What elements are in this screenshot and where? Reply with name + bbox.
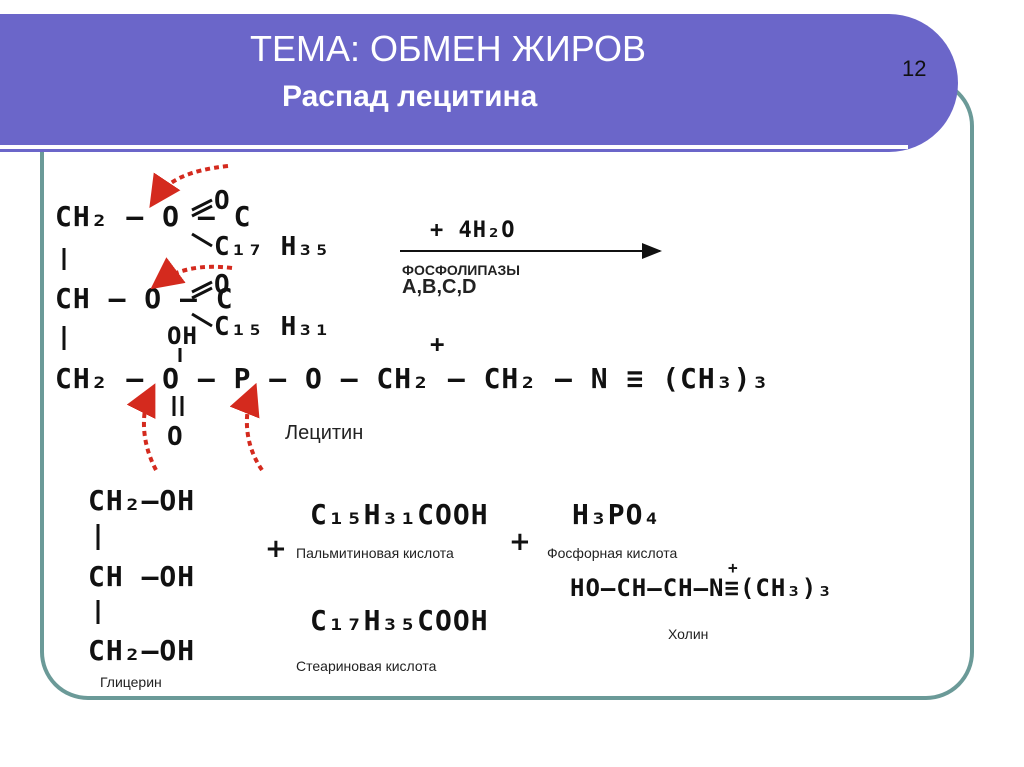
chain-bond-2 [191,312,213,328]
phosphoric-formula: H₃PO₄ [572,498,662,531]
enzyme-types: A,B,C,D [402,276,477,298]
lecithin-row1-oxygen: O [214,186,231,216]
header-divider [0,145,908,149]
double-bond-1a [191,198,213,212]
lecithin-row1-chain: C₁₇ H₃₅ [214,232,331,262]
page-number: 12 [902,56,927,81]
palmitic-label: Пальмитиновая кислота [296,545,454,561]
stearic-label: Стеариновая кислота [296,658,437,674]
plus-sign-1: + [265,534,287,564]
slide-frame [40,78,974,700]
lecithin-row2-oxygen: O [214,270,231,300]
double-bond-2b [191,286,213,300]
double-bond-2a [191,280,213,294]
choline-formula: HO–CH–CH–N≡(CH₃)₃ [570,574,833,602]
header-bar [0,14,958,152]
slide-title: ТЕМА: ОБМЕН ЖИРОВ [250,28,646,69]
lecithin-row2-chain: C₁₅ H₃₁ [214,312,331,342]
lecithin-plus-charge: + [430,330,446,358]
red-arrow-2 [150,257,233,290]
lecithin-oh: OH [167,322,198,350]
palmitic-formula: C₁₅H₃₁COOH [310,498,489,531]
lecithin-row3: CH₂ – O – P – O – CH₂ – CH₂ – N ≡ (CH₃)₃ [55,362,770,395]
glycerol-label: Глицерин [100,674,162,690]
plus-sign-2: + [509,527,531,557]
red-arrow-1 [149,164,229,208]
lecithin-bottom-oxygen: O [167,422,184,452]
enzyme-label: ФОСФОЛИПАЗЫ [402,262,520,278]
chain-bond-1 [191,232,213,248]
glycerol-row2: CH –OH [88,560,196,593]
lecithin-label: Лецитин [285,422,364,444]
slide-subtitle: Распад лецитина [282,80,538,113]
red-arrow-3 [126,383,158,471]
phosphoric-label: Фосфорная кислота [547,545,678,561]
glycerol-row1: CH₂–OH [88,484,196,517]
choline-label: Холин [668,626,709,642]
red-arrow-4 [229,382,264,472]
reagent-water: + 4H₂O [430,218,516,243]
stearic-formula: C₁₇H₃₅COOH [310,604,489,637]
double-bond-1b [191,204,213,218]
glycerol-row3: CH₂–OH [88,634,196,667]
choline-charge: + [728,558,739,577]
